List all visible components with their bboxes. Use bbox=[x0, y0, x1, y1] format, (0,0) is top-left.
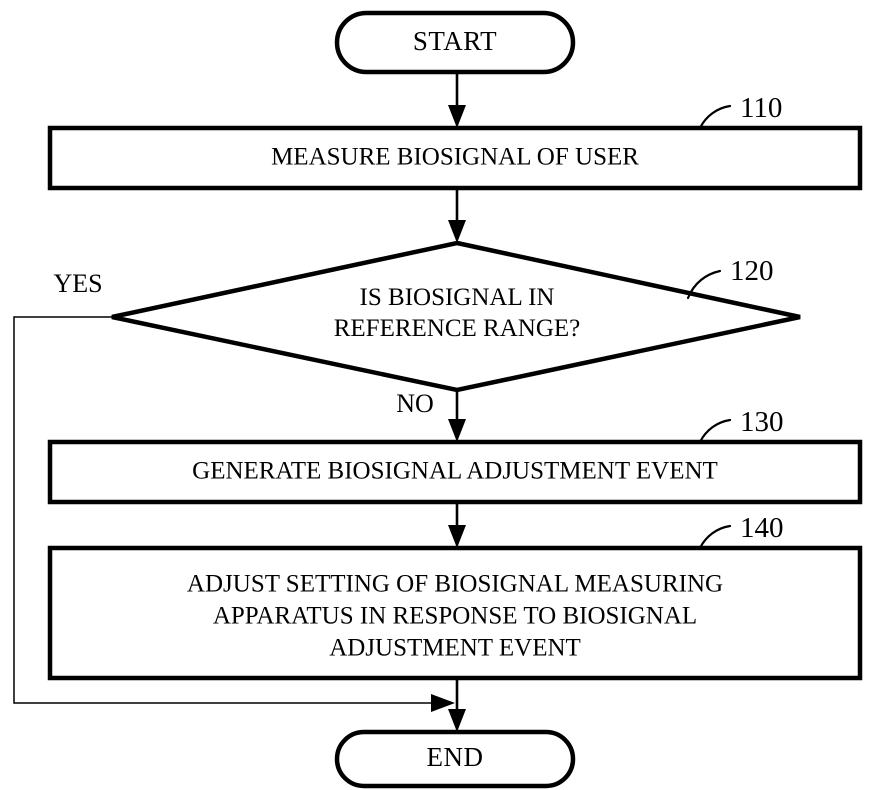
ref-number-110: 110 bbox=[740, 92, 782, 124]
leader-line-120 bbox=[686, 269, 722, 300]
process-box-110-label: MEASURE BIOSIGNAL OF USER bbox=[271, 144, 639, 171]
process-box-140-label-line2: APPARATUS IN RESPONSE TO BIOSIGNAL bbox=[213, 603, 697, 630]
arrowhead-110-to-120 bbox=[448, 220, 466, 243]
leader-line-130 bbox=[698, 418, 732, 444]
start-terminal-shape bbox=[334, 10, 576, 75]
arrowhead-140-to-end bbox=[448, 709, 466, 732]
ref-number-120: 120 bbox=[730, 255, 774, 287]
branch-label-yes: YES bbox=[53, 269, 102, 298]
process-box-130-shape bbox=[47, 439, 863, 505]
arrowhead-130-to-140 bbox=[448, 525, 466, 548]
arrowhead-120-to-130 bbox=[448, 419, 466, 442]
process-box-130-label: GENERATE BIOSIGNAL ADJUSTMENT EVENT bbox=[192, 458, 718, 485]
end-terminal-label: END bbox=[427, 742, 484, 772]
arrowhead-start-to-110 bbox=[448, 105, 466, 128]
leader-line-140 bbox=[698, 524, 732, 550]
leader-line-110 bbox=[698, 104, 732, 130]
decision-diamond-120-label-line2: REFERENCE RANGE? bbox=[334, 315, 581, 342]
ref-number-140: 140 bbox=[740, 512, 784, 544]
start-terminal-label: START bbox=[413, 26, 497, 56]
process-box-140-shape bbox=[47, 545, 863, 681]
connector-120-yes-to-end bbox=[13, 316, 435, 704]
process-box-110-shape bbox=[47, 125, 863, 191]
end-terminal-shape bbox=[334, 729, 576, 789]
process-box-140-label-line3: ADJUSTMENT EVENT bbox=[329, 635, 581, 662]
ref-number-130: 130 bbox=[740, 406, 784, 438]
decision-diamond-120-label-line1: IS BIOSIGNAL IN bbox=[360, 284, 555, 311]
arrowhead-yes-to-end bbox=[431, 694, 455, 712]
process-box-140-label-line1: ADJUST SETTING OF BIOSIGNAL MEASURING bbox=[187, 571, 723, 598]
branch-label-no: NO bbox=[396, 389, 434, 418]
